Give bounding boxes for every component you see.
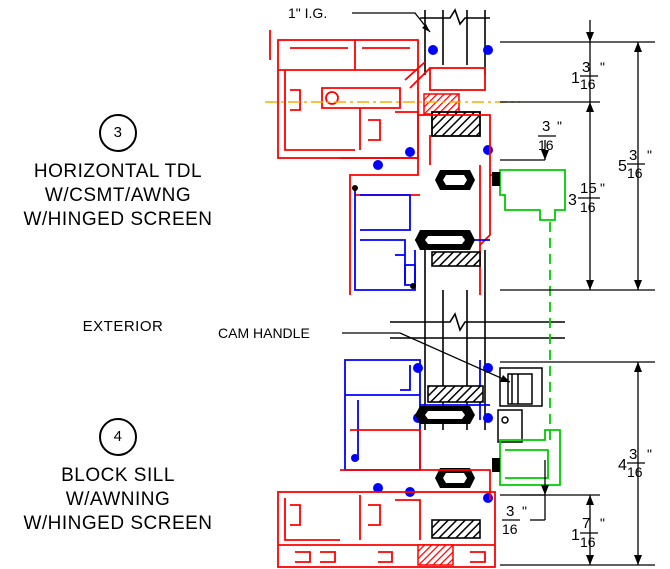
svg-text:7: 7 xyxy=(582,515,590,532)
screen-clip-top xyxy=(492,172,500,186)
dim-screen-offset-bottom: 3 16 " xyxy=(502,503,527,537)
dim-sill: 1 7 16 " xyxy=(571,515,605,550)
svg-text:": " xyxy=(600,59,605,75)
svg-text:1: 1 xyxy=(571,70,580,87)
svg-text:16: 16 xyxy=(502,521,518,537)
svg-text:": " xyxy=(557,118,562,134)
detail-3-number-bubble: 3 xyxy=(99,114,137,152)
svg-text:": " xyxy=(647,446,652,462)
dim-overall-bottom: 4 3 16 " xyxy=(618,446,652,480)
svg-text:16: 16 xyxy=(580,199,596,215)
svg-text:": " xyxy=(647,147,652,163)
svg-text:16: 16 xyxy=(538,137,554,153)
dim-overall-top: 5 3 16 " xyxy=(618,147,652,181)
detail-4-callout: 4 BLOCK SILL W/AWNING W/HINGED SCREEN xyxy=(0,418,236,536)
detail-3-title-line-1: HORIZONTAL TDL xyxy=(33,161,203,182)
svg-text:3: 3 xyxy=(629,446,637,463)
thermal-break-sill xyxy=(417,544,454,566)
detail-4-title-line-1: BLOCK SILL xyxy=(61,465,175,486)
dim-screen-offset-top: 3 16 " xyxy=(538,118,562,153)
setting-block-top xyxy=(431,111,481,137)
svg-text:3: 3 xyxy=(506,503,514,520)
setting-block-middle xyxy=(431,251,481,267)
sill-frame xyxy=(277,429,496,568)
detail-4-title-line-2: W/AWNING xyxy=(65,489,171,510)
ig-callout-label: 1" I.G. xyxy=(288,5,327,21)
setting-block-sill xyxy=(431,519,481,539)
svg-text:3: 3 xyxy=(542,118,550,135)
detail-3-title-line-2: W/CSMT/AWNG xyxy=(44,185,192,206)
hinged-screen-bottom xyxy=(499,429,561,486)
svg-text:16: 16 xyxy=(627,464,643,480)
svg-text:16: 16 xyxy=(580,76,596,92)
svg-text:1: 1 xyxy=(571,527,580,544)
svg-text:3: 3 xyxy=(568,192,577,209)
svg-text:16: 16 xyxy=(627,165,643,181)
svg-text:": " xyxy=(600,180,605,196)
cam-handle xyxy=(497,367,543,443)
dimension-lines xyxy=(500,20,655,566)
glass-unit-top xyxy=(420,8,490,75)
screen-clip-bottom xyxy=(492,458,500,472)
dim-top-head: 1 3 16 " xyxy=(571,59,605,92)
detail-4-title-line-3: W/HINGED SCREEN xyxy=(23,513,213,534)
svg-text:15: 15 xyxy=(580,180,597,197)
svg-text:5: 5 xyxy=(618,158,627,175)
svg-text:16: 16 xyxy=(580,534,596,550)
detail-3-title-line-3: W/HINGED SCREEN xyxy=(23,209,213,230)
svg-text:4: 4 xyxy=(618,457,627,474)
detail-3-callout: 3 HORIZONTAL TDL W/CSMT/AWNG W/HINGED SC… xyxy=(0,114,236,232)
exterior-label: EXTERIOR xyxy=(82,318,164,335)
svg-text:3: 3 xyxy=(582,59,590,76)
cam-handle-callout-label: CAM HANDLE xyxy=(218,325,310,341)
svg-text:3: 3 xyxy=(629,147,637,164)
detail-4-number-bubble: 4 xyxy=(99,418,137,456)
dimension-arrows xyxy=(541,32,642,565)
hinged-screen-top xyxy=(499,169,566,440)
transom-frame xyxy=(340,114,500,295)
dim-transom: 3 15 16 " xyxy=(568,180,605,215)
svg-text:": " xyxy=(600,515,605,531)
svg-text:": " xyxy=(522,503,527,519)
setting-block-bottom-1 xyxy=(427,385,484,403)
thermal-break-top xyxy=(423,93,460,115)
